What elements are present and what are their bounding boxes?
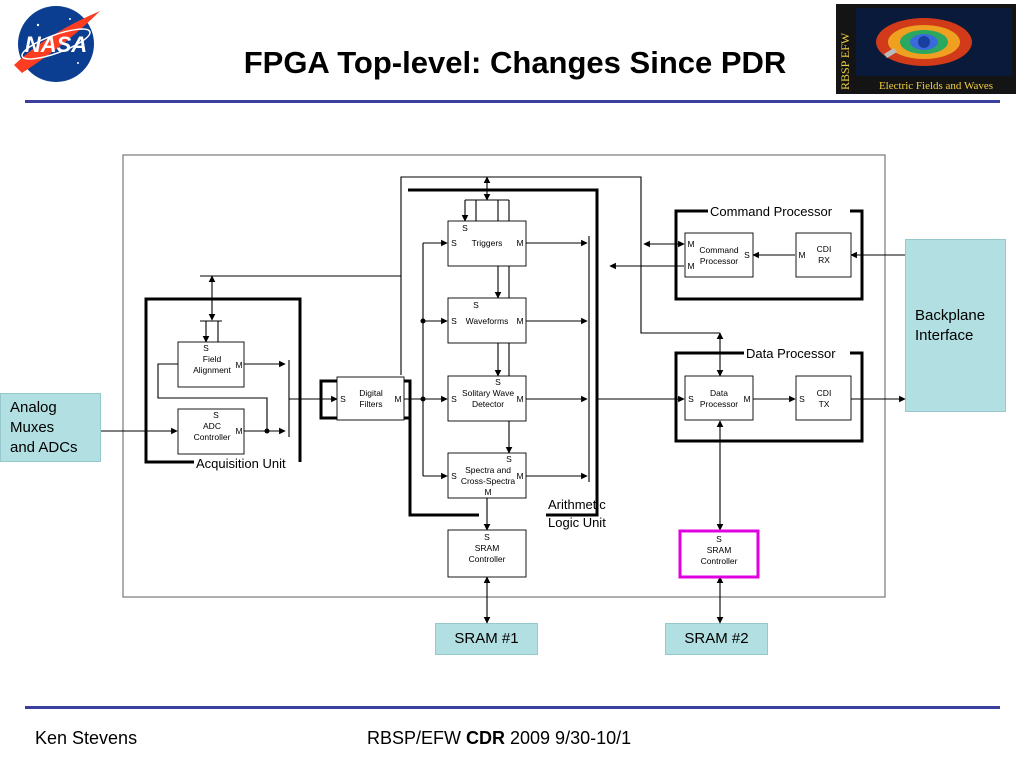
acquisition-unit-label: Acquisition Unit	[196, 456, 286, 471]
tx-left: S	[799, 394, 805, 404]
sw-right: M	[516, 394, 523, 404]
s1-line1: SRAM	[475, 543, 500, 553]
sp-line1: Spectra and	[465, 465, 511, 475]
rx-line2: RX	[818, 255, 830, 265]
alu-label-1: Arithmetic	[548, 497, 606, 512]
backplane-interface-box: Backplane Interface	[905, 239, 1006, 412]
alu-label-2: Logic Unit	[548, 515, 606, 530]
dp-line2: Processor	[700, 399, 738, 409]
backplane-line-2: Interface	[915, 327, 974, 344]
wf-top: S	[473, 300, 479, 310]
adc-top: S	[213, 410, 219, 420]
s2-top: S	[716, 534, 722, 544]
cp-left-bottom: M	[687, 261, 694, 271]
sp-right: M	[516, 471, 523, 481]
wf-line1: Waveforms	[466, 316, 509, 326]
sram-2-box: SRAM #2	[665, 623, 768, 655]
df-left: S	[340, 394, 346, 404]
df-right: M	[394, 394, 401, 404]
sp-line2: Cross-Spectra	[461, 476, 516, 486]
analog-muxes-box: Analog Muxes and ADCs	[0, 393, 101, 462]
adc-line2: Controller	[194, 432, 231, 442]
wf-left: S	[451, 316, 457, 326]
rx-left: M	[798, 250, 805, 260]
solitary-wave-block	[447, 375, 527, 422]
tx-line2: TX	[819, 399, 830, 409]
fpga-boundary	[122, 154, 886, 598]
command-processor-block	[684, 232, 754, 278]
digital-filters-block	[336, 376, 405, 421]
nasa-logo: NASA	[14, 6, 100, 82]
sw-line2: Detector	[472, 399, 504, 409]
footer-suffix: 2009 9/30-10/1	[505, 728, 632, 748]
tr-left: S	[451, 238, 457, 248]
data-processor-block	[684, 375, 754, 421]
s2-line1: SRAM	[707, 545, 732, 555]
sp-bottom: M	[484, 487, 491, 497]
cdi-tx-block	[795, 375, 852, 421]
sw-line1: Solitary Wave	[462, 388, 514, 398]
adc-line1: ADC	[203, 421, 221, 431]
df-line2: Filters	[359, 399, 382, 409]
sw-left: S	[451, 394, 457, 404]
sp-left: S	[451, 471, 457, 481]
footer-bold: CDR	[466, 728, 506, 748]
data-processor-label: Data Processor	[746, 346, 836, 361]
tr-top: S	[462, 223, 468, 233]
dp-left: S	[688, 394, 694, 404]
logo-vertical-text: RBSP EFW	[838, 32, 852, 90]
cdi-rx-block	[795, 232, 852, 278]
command-processor-outline	[674, 209, 864, 301]
header-rule	[25, 100, 1000, 103]
page-title: FPGA Top-level: Changes Since PDR	[243, 45, 787, 80]
acquisition-unit-outline	[144, 297, 302, 464]
logo-caption: Electric Fields and Waves	[879, 80, 993, 92]
adc-right: M	[235, 426, 242, 436]
cp-line1: Command	[699, 245, 738, 255]
cp-line2: Processor	[700, 256, 738, 266]
footer-event: RBSP/EFW CDR 2009 9/30-10/1	[367, 728, 631, 749]
triggers-block	[447, 220, 527, 267]
tr-line1: Triggers	[472, 238, 503, 248]
rx-line1: CDI	[817, 244, 832, 254]
cp-left-top: M	[687, 239, 694, 249]
s1-top: S	[484, 532, 490, 542]
sram-controller-2-block	[678, 529, 760, 579]
waveforms-block	[447, 297, 527, 344]
fa-line1: Field	[203, 354, 222, 364]
dp-right: M	[743, 394, 750, 404]
tr-right: M	[516, 238, 523, 248]
spectra-block	[447, 452, 527, 499]
rbsp-efw-logo: RBSP EFW Electric Fields and Waves	[836, 4, 1016, 94]
command-processor-label: Command Processor	[710, 204, 833, 219]
footer-prefix: RBSP/EFW	[367, 728, 467, 748]
adc-controller-block	[177, 408, 245, 455]
nasa-logo-text: NASA	[25, 32, 87, 57]
fa-line2: Alignment	[193, 365, 231, 375]
sw-top: S	[495, 377, 501, 387]
sp-top: S	[506, 454, 512, 464]
field-alignment-block	[177, 341, 245, 388]
data-processor-outline	[674, 351, 864, 443]
footer-rule	[25, 706, 1000, 709]
tx-line1: CDI	[817, 388, 832, 398]
sram-controller-1-block	[447, 529, 527, 578]
cp-right: S	[744, 250, 750, 260]
dp-line1: Data	[710, 388, 728, 398]
sram-1-label: SRAM #1	[454, 630, 519, 647]
s2-line2: Controller	[701, 556, 738, 566]
analog-line-3: and ADCs	[10, 439, 78, 456]
footer-author: Ken Stevens	[35, 728, 138, 748]
backplane-line-1: Backplane	[915, 307, 986, 324]
wf-right: M	[516, 316, 523, 326]
fa-top: S	[203, 343, 209, 353]
s1-line2: Controller	[469, 554, 506, 564]
sram-2-label: SRAM #2	[684, 630, 749, 647]
analog-line-1: Analog	[10, 399, 57, 416]
analog-line-2: Muxes	[10, 419, 55, 436]
fa-right: M	[235, 360, 242, 370]
df-line1: Digital	[359, 388, 383, 398]
